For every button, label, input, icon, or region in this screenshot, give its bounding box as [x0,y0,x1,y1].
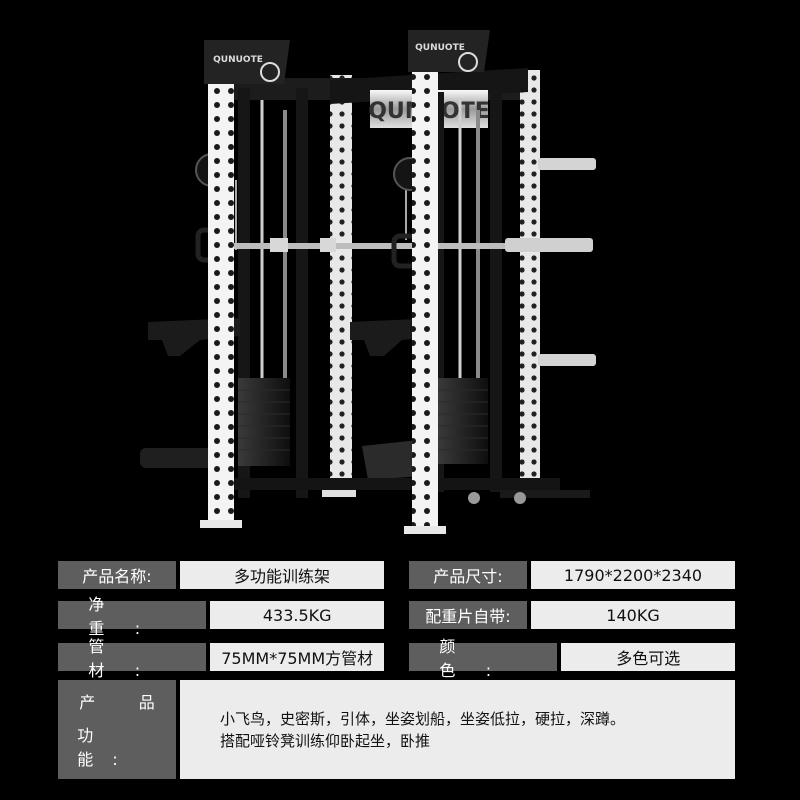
spec-label: 净 重: [58,595,207,638]
spec-value: 433.5KG [210,601,384,629]
bracket-logo-right: QUNUOTE [415,43,465,53]
top-bracket-right [408,30,490,72]
spec-counterweight: 配重片自带: 140KG [409,601,735,629]
spec-value: 1790*2200*2340 [531,561,735,589]
function-value: 小飞鸟，史密斯，引体，坐姿划船，坐姿低拉，硬拉，深蹲。 搭配哑铃凳训练仰卧起坐，… [180,680,735,779]
front-upright-right [412,44,438,532]
spec-net-weight: 净 重: 433.5KG [58,595,384,638]
function-line-1: 小飞鸟，史密斯，引体，坐姿划船，坐姿低拉，硬拉，深蹲。 [220,709,626,728]
spec-value: 多色可选 [561,643,735,671]
function-label-line2: 功 能: [77,726,137,770]
spec-color: 颜 色: 多色可选 [409,637,735,680]
spec-label: 产品尺寸: [409,561,527,589]
brand-emblem-icon [458,52,478,72]
spec-label: 配重片自带: [409,601,527,629]
spec-label: 颜 色: [409,637,558,680]
spec-label: 管 材: [58,637,207,680]
foot-plate [362,440,422,480]
spec-value: 多功能训练架 [180,561,384,589]
function-label-line1: 产 品 [79,692,174,712]
smith-bar [220,243,580,249]
brand-emblem-icon [260,62,280,82]
top-bracket-left [204,40,290,84]
function-line-2: 搭配哑铃凳训练仰卧起坐，卧推 [220,731,431,750]
plate-peg-2 [538,354,596,366]
spec-value: 75MM*75MM方管材 [210,643,384,671]
product-photo: QUNUOTE [140,30,596,534]
function-label: 产 品 功 能: [58,680,176,779]
rear-upright-right [520,70,540,490]
bracket-logo-left: QUNUOTE [213,55,263,65]
spec-value: 140KG [531,601,735,629]
weight-stack-left [238,378,290,466]
spec-product-name: 产品名称: 多功能训练架 [58,561,384,589]
front-upright-left [208,60,234,528]
spec-label: 产品名称: [58,561,176,589]
spec-material: 管 材: 75MM*75MM方管材 [58,637,384,680]
spec-row-2: 净 重: 433.5KG 配重片自带: 140KG [58,595,735,638]
rear-upright-left [330,75,352,495]
spec-row-3: 管 材: 75MM*75MM方管材 颜 色: 多色可选 [58,637,735,680]
spec-row-1: 产品名称: 多功能训练架 产品尺寸: 1790*2200*2340 [58,561,735,589]
product-function: 产 品 功 能: 小飞鸟，史密斯，引体，坐姿划船，坐姿低拉，硬拉，深蹲。 搭配哑… [58,680,735,779]
plate-peg-1 [538,158,596,170]
weight-stack-right [438,378,488,464]
spec-product-size: 产品尺寸: 1790*2200*2340 [409,561,735,589]
